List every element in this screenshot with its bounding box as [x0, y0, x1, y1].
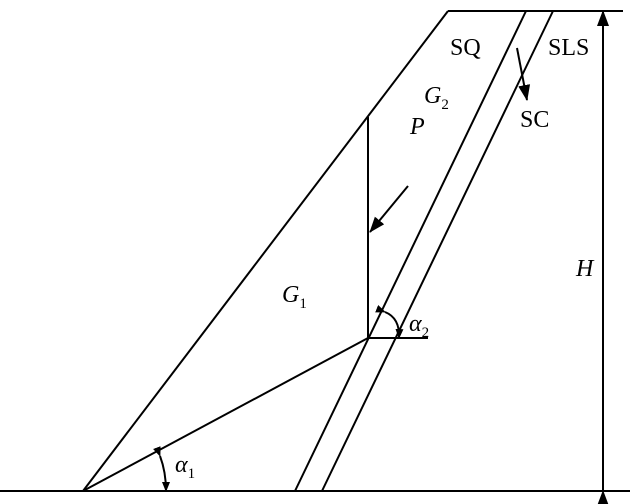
sliding-zone-left-boundary [294, 10, 527, 492]
slope-face-line [82, 10, 449, 492]
alpha1-angle-arc [153, 446, 170, 492]
label-h: H [575, 256, 595, 282]
label-g1: G1 [282, 282, 307, 312]
lower-slip-surface [82, 337, 369, 492]
alpha2-angle-arc [375, 304, 404, 339]
label-sc: SC [520, 107, 549, 133]
label-sls: SLS [548, 35, 589, 61]
sliding-zone-right-boundary [321, 10, 554, 492]
label-sq: SQ [450, 35, 481, 61]
label-g2: G2 [424, 83, 449, 113]
sc-direction-arrow [516, 47, 531, 101]
label-p: P [409, 114, 425, 140]
label-alpha1: α1 [175, 452, 195, 482]
force-p-arrow [369, 185, 409, 233]
label-alpha2: α2 [409, 311, 429, 341]
